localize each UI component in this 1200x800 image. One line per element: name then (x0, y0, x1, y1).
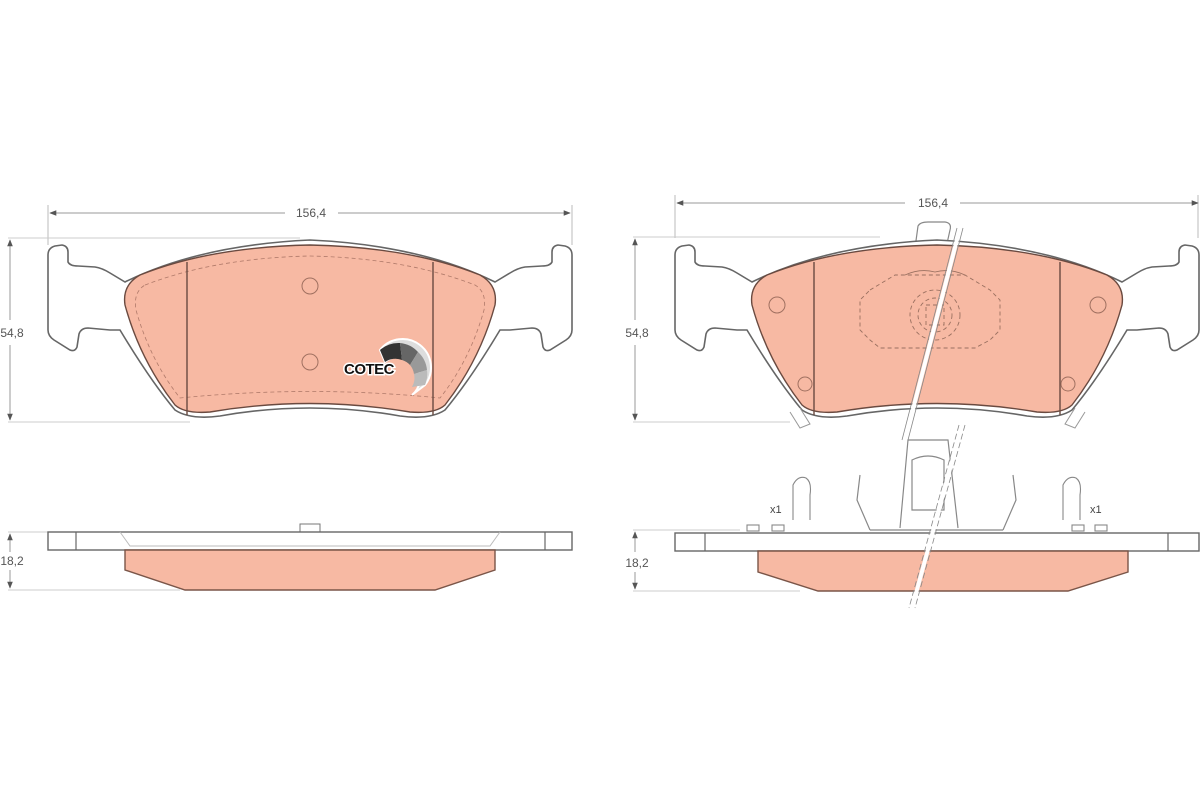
right-thickness-label: 18,2 (625, 556, 649, 570)
right-pin (1062, 476, 1108, 532)
right-thickness-dimension: 18,2 (625, 529, 800, 592)
left-thickness-label: 18,2 (0, 554, 24, 568)
right-pad-side-view: 18,2 x1 x1 (625, 424, 1200, 609)
right-width-dimension: 156,4 (674, 195, 1199, 238)
left-width-dimension: 156,4 (47, 205, 573, 245)
left-clip-qty: x1 (770, 504, 782, 516)
right-pad-front-view: 156,4 54,8 (625, 195, 1200, 441)
left-friction-pad (123, 244, 497, 414)
left-pad-front-view: 156,4 54,8 COTEC (0, 205, 573, 423)
right-side-friction (757, 550, 1129, 592)
break-line (901, 227, 964, 441)
right-height-dimension: 54,8 (625, 236, 880, 423)
cotec-logo-text: COTEC (344, 361, 395, 378)
left-pad-side-view: 18,2 (0, 523, 573, 591)
left-side-friction (124, 549, 496, 591)
left-pin (746, 476, 812, 532)
right-height-label: 54,8 (625, 326, 649, 340)
left-height-label: 54,8 (0, 326, 24, 340)
spring-clip (856, 439, 1017, 531)
left-height-dimension: 54,8 (0, 237, 300, 423)
right-clip-qty: x1 (1090, 504, 1102, 516)
left-width-label: 156,4 (296, 206, 326, 220)
cotec-logo: COTEC (343, 337, 432, 396)
right-width-label: 156,4 (918, 196, 948, 210)
